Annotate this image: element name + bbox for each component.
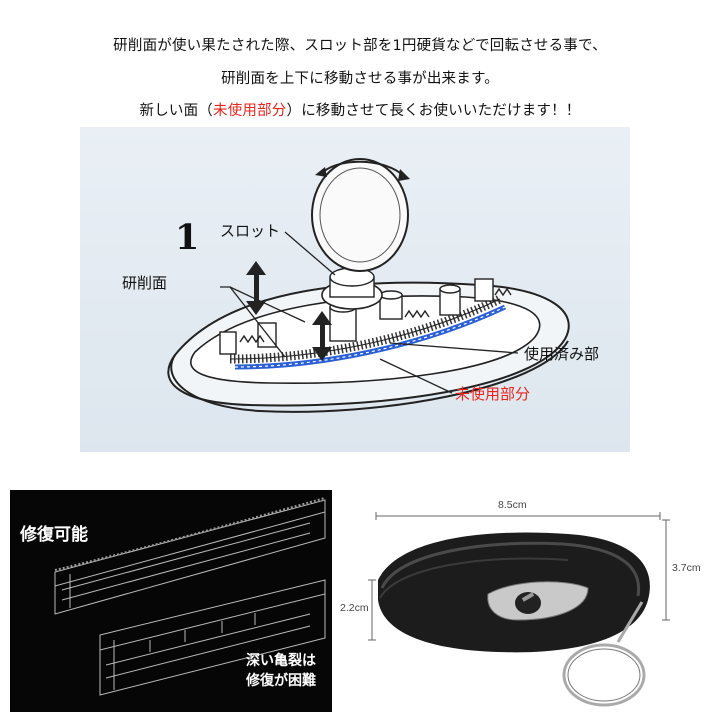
blade-rails-illustration: [54, 497, 326, 696]
coin-digit: 1: [175, 217, 200, 258]
intro-line-3-prefix: 新しい面（: [139, 103, 213, 119]
thickness-dimension: 2.2cm: [340, 602, 369, 614]
intro-line-3: 新しい面（未使用部分）に移動させて長くお使いいただけます！！: [0, 99, 720, 120]
intro-line-3-highlight: 未使用部分: [213, 103, 287, 119]
grinding-surface-label: 研削面: [122, 274, 168, 292]
product-dimensions-panel: 8.5cm 3.7cm 2.2cm: [338, 470, 720, 720]
intro-line-2: 研削面を上下に移動させる事が出来ます。: [221, 71, 499, 87]
repairable-label: 修復可能: [20, 525, 88, 545]
intro-line-1: 研削面が使い果たされた際、スロット部を1円硬貨などで回転させる事で、: [113, 38, 607, 54]
deep-crack-label-line2: 修復が困難: [246, 673, 316, 689]
height-dimension: 3.7cm: [672, 562, 701, 574]
intro-line-3-suffix: ）に移動させて長くお使いいただけます！！: [286, 103, 581, 119]
used-part-label: 使用済み部: [524, 345, 600, 363]
product-photo: [368, 512, 670, 707]
repair-illustration: 修復可能 深い亀裂は 修復が困難: [10, 490, 332, 712]
unused-part-label: 未使用部分: [455, 385, 531, 403]
deep-crack-label-line1: 深い亀裂は: [246, 653, 316, 669]
sharpener-cutaway-illustration: [167, 158, 570, 413]
slot-label: スロット: [220, 222, 281, 240]
width-dimension: 8.5cm: [498, 499, 527, 511]
mechanism-diagram: 1 スロット 研削面 使用済み部 未使用部分: [80, 127, 630, 452]
